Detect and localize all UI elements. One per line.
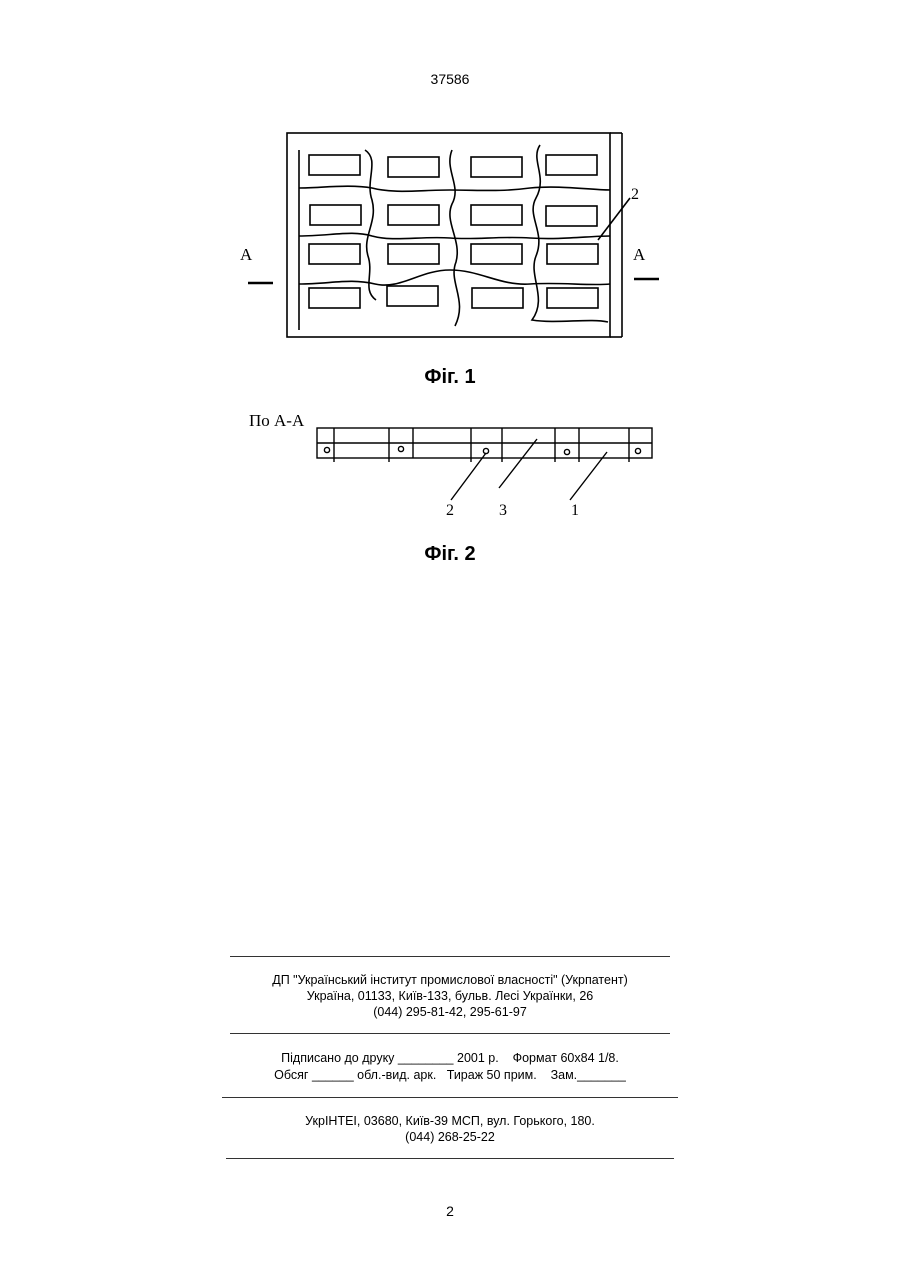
publisher-line-2: Україна, 01133, Київ-133, бульв. Лесі Ук… [0, 988, 900, 1004]
printer-line-1: УкрІНТЕІ, 03680, Київ-39 МСП, вул. Горьк… [0, 1113, 900, 1129]
fig2-callout-2: 2 [446, 502, 454, 520]
fig2-callout-3: 3 [499, 502, 507, 520]
printer-line-2: (044) 268-25-22 [0, 1129, 900, 1145]
page-number-bottom: 2 [0, 1203, 900, 1219]
print-line-2: Обсяг ______ обл.-вид. арк. Тираж 50 при… [0, 1067, 900, 1083]
fig2-callout-3-leader [499, 439, 537, 488]
figure-2-drawing [0, 0, 900, 540]
divider [226, 1158, 674, 1159]
fig2-callout-2-leader [451, 453, 486, 500]
divider [222, 1097, 678, 1098]
fig2-callout-1: 1 [571, 502, 579, 520]
divider [230, 1033, 670, 1034]
publisher-line-1: ДП "Український інститут промислової вла… [0, 972, 900, 988]
divider [230, 956, 670, 957]
figure-2-caption: Фіг. 2 [0, 543, 900, 566]
publisher-line-3: (044) 295-81-42, 295-61-97 [0, 1004, 900, 1020]
print-line-1: Підписано до друку ________ 2001 р. Форм… [0, 1050, 900, 1066]
fig2-callout-1-leader [570, 452, 607, 500]
